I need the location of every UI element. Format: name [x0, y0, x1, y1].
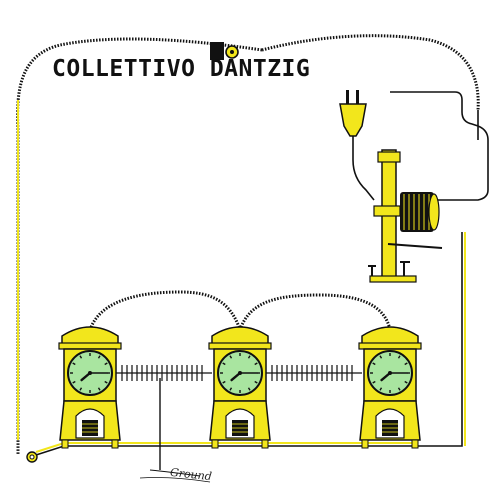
coil-arch-2	[238, 293, 392, 331]
bottom-wire	[35, 445, 416, 456]
coiled-wire-top	[261, 34, 480, 111]
logo-stamp-icon	[210, 42, 239, 60]
clock-icon	[58, 326, 122, 449]
page-title: COLLETTIVO DANTZIG	[52, 56, 311, 82]
plug-icon	[339, 90, 375, 201]
right-down-wire	[416, 232, 463, 447]
ground-icon	[139, 378, 211, 483]
ground-spikes	[116, 365, 362, 381]
clock-icon	[208, 326, 272, 449]
coil-arch-1	[88, 290, 242, 331]
clock-icon	[358, 326, 422, 449]
right-wire-frame	[390, 91, 489, 201]
relay-coil-icon	[368, 149, 443, 283]
